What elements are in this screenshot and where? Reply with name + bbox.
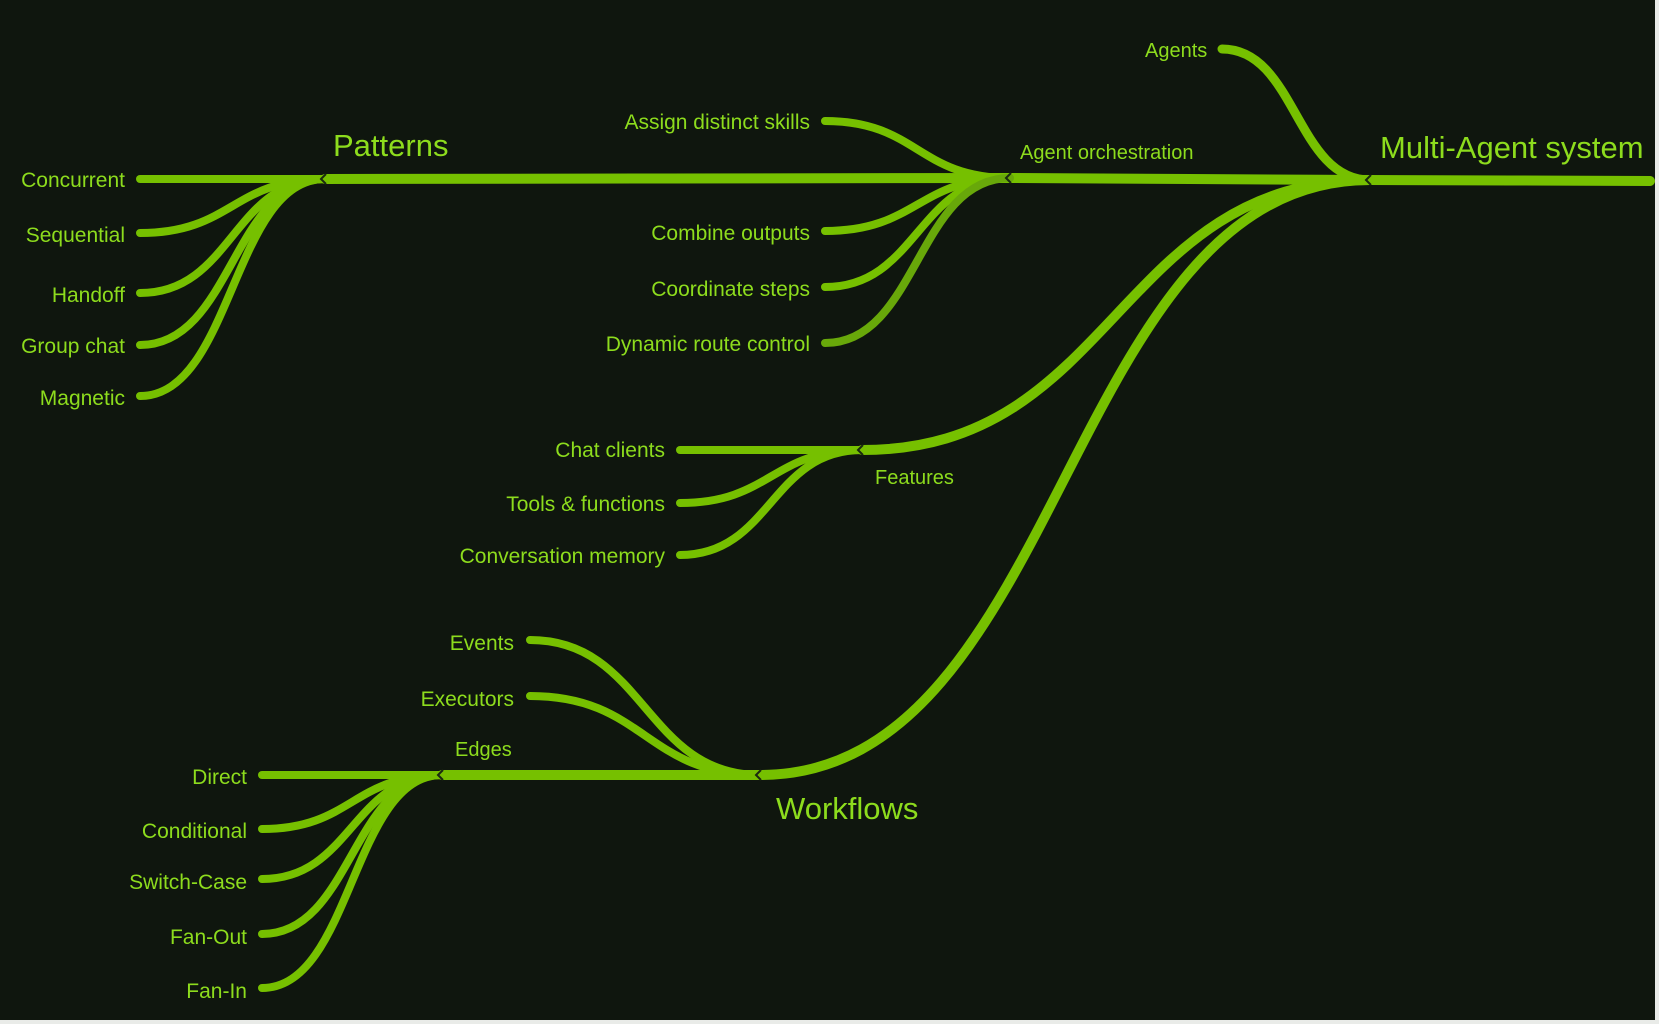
leaf-conditional[interactable]: Conditional <box>142 820 247 843</box>
node-edges[interactable]: Edges <box>455 739 512 761</box>
leaf-fan-out[interactable]: Fan-Out <box>170 926 247 949</box>
link-root-workflows <box>755 175 1375 780</box>
node-agent-orchestration[interactable]: Agent orchestration <box>1020 142 1193 164</box>
junction-orchestration <box>1004 172 1012 184</box>
link-pattern-magnetic <box>136 175 329 400</box>
junction-workflows <box>754 769 762 781</box>
leaf-dynamic-route-control[interactable]: Dynamic route control <box>606 333 810 356</box>
link-root-orchestration <box>1005 173 1375 185</box>
leaf-combine-outputs[interactable]: Combine outputs <box>651 222 810 245</box>
leaf-direct[interactable]: Direct <box>192 766 247 789</box>
frame-border-bottom <box>0 1020 1659 1024</box>
node-labels: Multi-Agent system Agents Agent orchestr… <box>21 40 1643 1003</box>
link-orchestration-patterns <box>320 173 1015 184</box>
link-root-features <box>857 175 1375 455</box>
link-feature-memory <box>676 446 866 559</box>
leaf-events[interactable]: Events <box>450 632 514 655</box>
leaf-switch-case[interactable]: Switch-Case <box>129 871 247 894</box>
junction-features <box>856 444 864 456</box>
link-root-stem <box>1365 175 1655 186</box>
link-pattern-handoff <box>136 175 329 297</box>
leaf-concurrent[interactable]: Concurrent <box>21 169 125 192</box>
junction-edges <box>436 769 444 781</box>
node-multi-agent-system[interactable]: Multi-Agent system <box>1380 130 1644 165</box>
leaf-sequential[interactable]: Sequential <box>26 224 125 247</box>
link-root-agents <box>1217 44 1375 185</box>
leaf-chat-clients[interactable]: Chat clients <box>555 439 665 462</box>
leaf-tools-functions[interactable]: Tools & functions <box>506 493 665 516</box>
leaf-coordinate-steps[interactable]: Coordinate steps <box>651 278 810 301</box>
link-edge-fanin <box>258 771 446 992</box>
link-feature-tools <box>676 446 866 507</box>
link-workflow-events <box>526 636 764 779</box>
leaf-conversation-memory[interactable]: Conversation memory <box>460 545 666 568</box>
node-workflows[interactable]: Workflows <box>776 791 918 826</box>
junction-root <box>1364 174 1372 186</box>
link-orch-dynamic <box>821 174 1014 347</box>
junction-patterns <box>319 173 327 185</box>
link-orch-assign <box>821 117 1014 182</box>
frame-border-right <box>1655 0 1659 1024</box>
node-features[interactable]: Features <box>875 467 954 489</box>
node-agents[interactable]: Agents <box>1145 40 1207 62</box>
leaf-magnetic[interactable]: Magnetic <box>40 387 125 410</box>
leaf-assign-distinct-skills[interactable]: Assign distinct skills <box>624 111 810 134</box>
leaf-group-chat[interactable]: Group chat <box>21 335 125 358</box>
leaf-fan-in[interactable]: Fan-In <box>186 980 247 1003</box>
node-patterns[interactable]: Patterns <box>333 128 448 163</box>
branch-links <box>136 44 1655 992</box>
leaf-executors[interactable]: Executors <box>421 688 514 711</box>
leaf-handoff[interactable]: Handoff <box>52 284 125 307</box>
